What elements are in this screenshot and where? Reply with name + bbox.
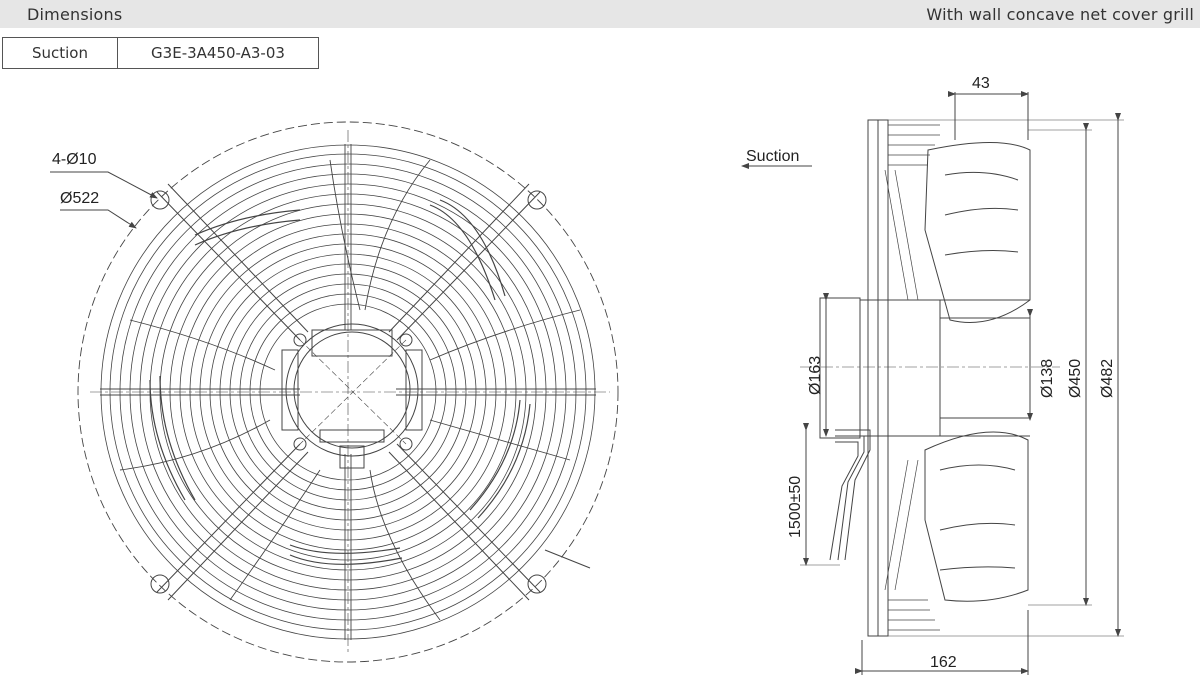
header-bar: Dimensions With wall concave net cover g… [0, 0, 1200, 28]
model-cell: G3E-3A450-A3-03 [117, 37, 319, 69]
dim-cable-label: 1500±50 [787, 476, 804, 538]
hole-label: 4-Ø10 [52, 151, 97, 168]
grill-spokes [100, 144, 596, 640]
mounting-bars [156, 183, 541, 601]
section-subtitle: With wall concave net cover grill [926, 4, 1194, 24]
dim-43-label: 43 [972, 75, 990, 92]
dim-138-label: Ø138 [1039, 359, 1056, 398]
grill-diameter-label: Ø522 [60, 190, 99, 207]
mounting-tabs [150, 190, 547, 594]
guard-wires [884, 124, 940, 631]
hole-leader [50, 171, 158, 199]
airflow-cell: Suction [2, 37, 118, 69]
outer-dashed-circle [77, 121, 619, 663]
power-cable [829, 429, 871, 561]
dim-162-label: 162 [930, 654, 957, 671]
dim-163-label: Ø163 [807, 356, 824, 395]
section-title: Dimensions [27, 4, 123, 24]
model-table: Suction G3E-3A450-A3-03 [2, 37, 319, 69]
motor-hub [281, 323, 423, 469]
impeller-blades [924, 142, 1031, 602]
airflow-label: Suction [746, 148, 799, 165]
diameter-leader-end [544, 549, 591, 569]
side-view [741, 91, 1124, 675]
dim-450-label: Ø450 [1067, 359, 1084, 398]
dim-482-label: Ø482 [1099, 359, 1116, 398]
front-view [50, 121, 619, 663]
blade-outlines [119, 159, 581, 621]
diameter-leader [60, 209, 137, 229]
table-row: Suction G3E-3A450-A3-03 [2, 37, 319, 69]
blade-slots [149, 199, 531, 565]
